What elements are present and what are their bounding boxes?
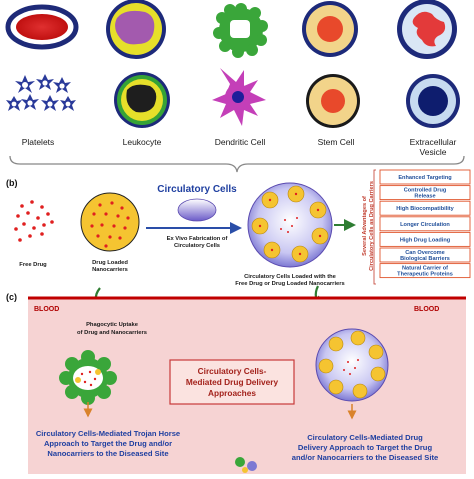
dendritic-cell (212, 68, 266, 126)
label-platelets: Platelets (22, 137, 55, 147)
label-extracellular: Extracellular (410, 137, 457, 147)
advantage-line1: Longer Circulation (400, 222, 450, 228)
loaded-caption-2: Free Drug or Drug Loaded Nanocarriers (235, 281, 345, 287)
right-caption-1: Circulatory Cells-Mediated Drug (307, 433, 423, 442)
advantage-line1: High Drug Loading (400, 237, 451, 243)
drug-loaded-label: Drug Loaded (92, 260, 128, 266)
approaches-line2: Mediated Drug Delivery (186, 377, 279, 387)
panel-b-tag: (b) (6, 178, 18, 188)
advantage-line2: Therapeutic Proteins (397, 272, 453, 278)
advantage-line1: Can Overcome (405, 250, 444, 256)
stemcell-top-cell (302, 1, 358, 57)
vesicle-top-cell (397, 0, 457, 59)
label-dendritic-cell: Dendritic Cell (215, 137, 266, 147)
advantage-item: Longer Circulation (379, 216, 471, 232)
circulatory-cells-title: Circulatory Cells (157, 184, 237, 195)
advantage-box (379, 263, 471, 279)
panel-c-tag: (c) (6, 292, 17, 302)
circulatory-cell-icon (177, 198, 217, 222)
ex-vivo-label-2: Circulatory Cells (174, 243, 220, 249)
ex-vivo-label: Ex Vivo Fabrication of (167, 236, 228, 242)
advantage-box (379, 216, 471, 232)
advantage-item: High Drug Loading (379, 231, 471, 247)
label-leukocyte: Leukocyte (123, 137, 162, 147)
approaches-line1: Circulatory Cells- (198, 366, 267, 376)
advantage-line1: Natural Carrier of (402, 266, 448, 272)
drug-loaded-nanocarrier (80, 192, 140, 252)
stem-cell (306, 74, 360, 128)
advantage-item: High Biocompatibility (379, 200, 471, 216)
platelets-group (6, 74, 76, 111)
advantage-line2: Release (414, 194, 435, 200)
nanocarriers-label: Nanocarriers (92, 267, 128, 273)
platelet-top-cell (5, 4, 79, 50)
advantage-line1: Controlled Drug (404, 188, 447, 194)
label-stem-cell: Stem Cell (318, 137, 355, 147)
extracellular-vesicle (406, 74, 460, 128)
advantage-item: Enhanced Targeting (379, 169, 471, 185)
advantage-line2: Biological Barriers (400, 256, 450, 262)
advantage-box (379, 231, 471, 247)
label-vesicle: Vesicle (420, 147, 447, 157)
right-caption-2: Delivery Approach to Target the Drug (298, 443, 433, 452)
left-caption-2: Approach to Target the Drug and/or (44, 439, 172, 448)
free-drug-label: Free Drug (19, 262, 47, 268)
trojan-horse-cell (59, 350, 117, 405)
loaded-caption: Circulatory Cells Loaded with the (244, 274, 337, 280)
right-caption-3: and/or Nanocarriers to the Diseased Site (292, 453, 438, 462)
advantages-bracket (373, 169, 376, 285)
blood-label-right: BLOOD (414, 306, 439, 313)
free-drug-dots (14, 200, 54, 242)
advantage-box (379, 200, 471, 216)
blood-label-left: BLOOD (34, 306, 59, 313)
advantage-box (379, 247, 471, 263)
leukocyte-cell (114, 72, 170, 128)
phagocytic-label-2: of Drug and Nanocarriers (77, 330, 147, 336)
leukocyte-top-cell (106, 0, 166, 59)
left-caption-3: Nanocarriers to the Diseased Site (47, 449, 168, 458)
advantage-box (379, 185, 471, 201)
loaded-circulatory-cell (247, 182, 333, 268)
brace (9, 155, 465, 173)
svg-text:Circulatory Cells as Drug Carr: Circulatory Cells as Drug Carriers (369, 181, 375, 271)
advantage-line1: Enhanced Targeting (398, 175, 452, 181)
small-cells-decoration (235, 457, 257, 473)
advantage-line1: High Biocompatibility (396, 206, 454, 212)
approaches-line3: Approaches (208, 388, 256, 398)
approaches-box (169, 359, 295, 405)
phagocytic-label: Phagocytic Uptake (86, 322, 139, 328)
svg-text:Several Advantages of: Several Advantages of (362, 196, 368, 256)
left-caption-1: Circulatory Cells-Mediated Trojan Horse (36, 429, 180, 438)
dendritic-top-cell (213, 3, 268, 58)
advantage-box (379, 169, 471, 185)
advantages-vertical-label: Several Advantages of Circulatory Cells … (362, 181, 375, 271)
right-loaded-cell (315, 328, 389, 402)
